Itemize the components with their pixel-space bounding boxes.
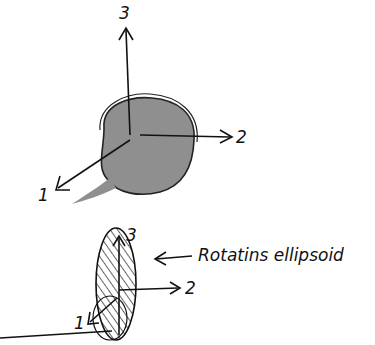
- leader-arrow: [156, 256, 192, 259]
- axis-label: 1: [38, 186, 49, 205]
- callout-label: Rotatins ellipsoid: [198, 246, 344, 265]
- body-blob: [101, 98, 194, 195]
- axis-label: 1: [74, 314, 85, 333]
- rotation-ellipsoid: [96, 228, 136, 340]
- axis-label: 2: [185, 279, 196, 298]
- blob-tail: [72, 178, 116, 204]
- axis-label: 3: [119, 4, 130, 23]
- axis-label: 2: [236, 128, 247, 147]
- axis-label: 3: [126, 226, 137, 245]
